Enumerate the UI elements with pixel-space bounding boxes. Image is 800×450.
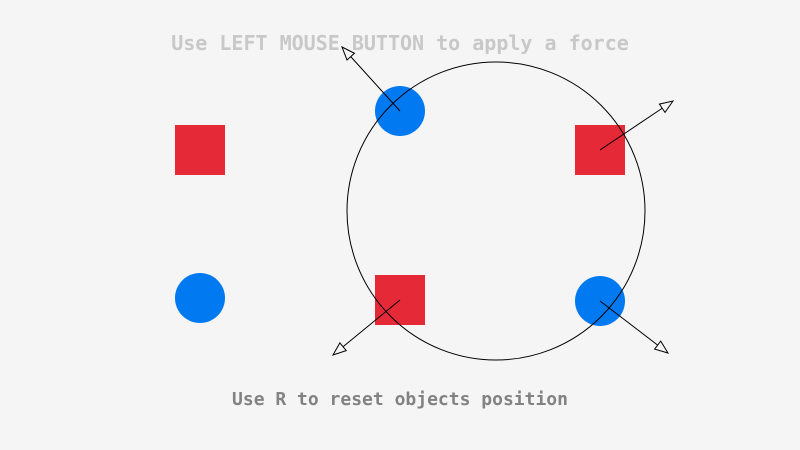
arrowhead-icon bbox=[658, 100, 675, 114]
instruction-apply-force: Use LEFT MOUSE BUTTON to apply a force bbox=[171, 31, 629, 55]
arrowhead-icon bbox=[331, 342, 348, 356]
arrowhead-icon bbox=[653, 340, 670, 354]
arrowhead-icon bbox=[341, 45, 356, 61]
force-arrow-down-right bbox=[599, 300, 670, 354]
force-arrow-up-right bbox=[599, 100, 675, 151]
force-arrow-down-left bbox=[331, 299, 401, 356]
constraint-circle-outline bbox=[346, 61, 646, 361]
instruction-reset-objects: Use R to reset objects position bbox=[232, 389, 568, 410]
force-arrow-up-left bbox=[341, 45, 401, 112]
red-square-left[interactable] bbox=[175, 125, 225, 175]
blue-circle-left[interactable] bbox=[175, 273, 225, 323]
